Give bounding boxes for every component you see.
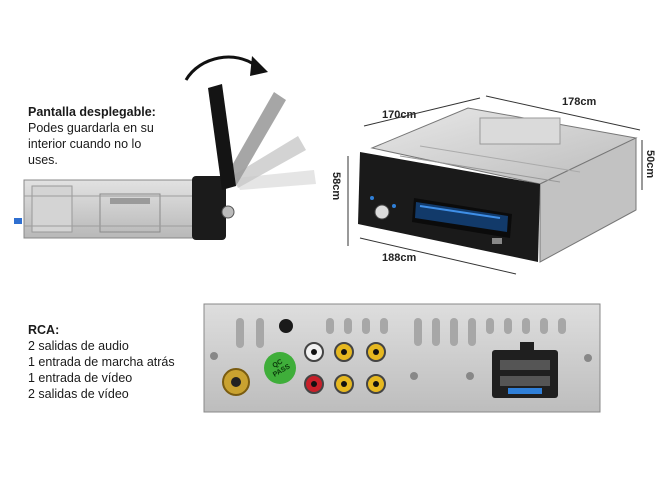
rca-line-3: 1 entrada de vídeo [28,371,133,385]
dim-depth-top: 170cm [382,109,417,121]
dim-width-bottom: 188cm [382,252,417,264]
rca-line-1: 2 salidas de audio [28,339,129,353]
display-line-3: uses. [28,153,58,167]
faceplate [192,176,235,240]
rca-line-4: 2 salidas de vídeo [28,387,129,401]
mount-hole [279,319,293,333]
iso-connector [492,342,558,398]
display-heading: Pantalla desplegable: [28,105,156,119]
radio-body [370,107,638,263]
vent-slots [236,318,566,348]
display-line-1: Podes guardarla en su [28,121,154,135]
chassis-side-view [14,179,197,239]
rotation-arrow-icon [184,55,268,81]
dim-height-left: 58cm [330,172,342,201]
antenna-connector [222,368,250,396]
dim-width-top: 178cm [562,96,597,108]
radio-front-panel [358,152,540,262]
display-line-2: interior cuando no lo [28,137,142,151]
rca-jacks [304,342,386,394]
dim-height-right: 50cm [644,150,656,179]
dimension-lines [347,95,643,275]
screen-positions [208,84,316,190]
qc-pass-sticker [264,352,296,384]
rca-heading: RCA: [28,323,60,337]
rca-line-2: 1 entrada de marcha atrás [28,355,175,369]
